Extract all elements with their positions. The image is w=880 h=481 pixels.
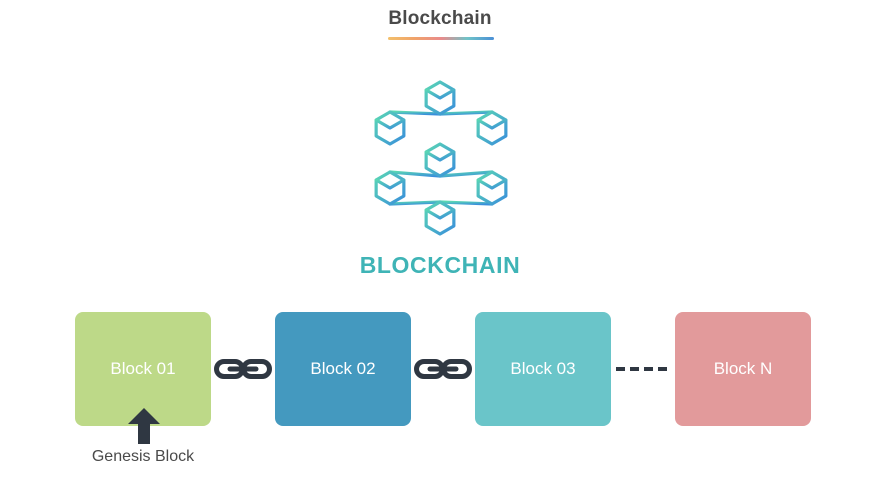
title-underline xyxy=(388,37,494,40)
block-label: Block 02 xyxy=(310,359,376,378)
block-01: Block 01 xyxy=(75,312,211,426)
block-n: Block N xyxy=(675,312,811,426)
logo-text: BLOCKCHAIN xyxy=(359,252,521,278)
block-02: Block 02 xyxy=(275,312,411,426)
network-link xyxy=(438,170,494,178)
page-title: Blockchain xyxy=(388,8,492,29)
chain-link-icon xyxy=(414,359,472,379)
chain-link-icon xyxy=(214,359,272,379)
arrow-up-icon xyxy=(128,408,160,444)
dashed-connector xyxy=(616,367,670,371)
block-label: Block 01 xyxy=(110,359,176,378)
network-link xyxy=(388,110,442,116)
network-link xyxy=(438,110,494,116)
network-link xyxy=(388,200,442,206)
network-link xyxy=(388,170,442,178)
block-03: Block 03 xyxy=(475,312,611,426)
blockchain-network-icon xyxy=(374,80,508,236)
block-label: Block N xyxy=(713,359,773,378)
genesis-block-label: Genesis Block xyxy=(91,448,195,465)
network-link xyxy=(438,200,494,206)
block-label: Block 03 xyxy=(510,359,576,378)
